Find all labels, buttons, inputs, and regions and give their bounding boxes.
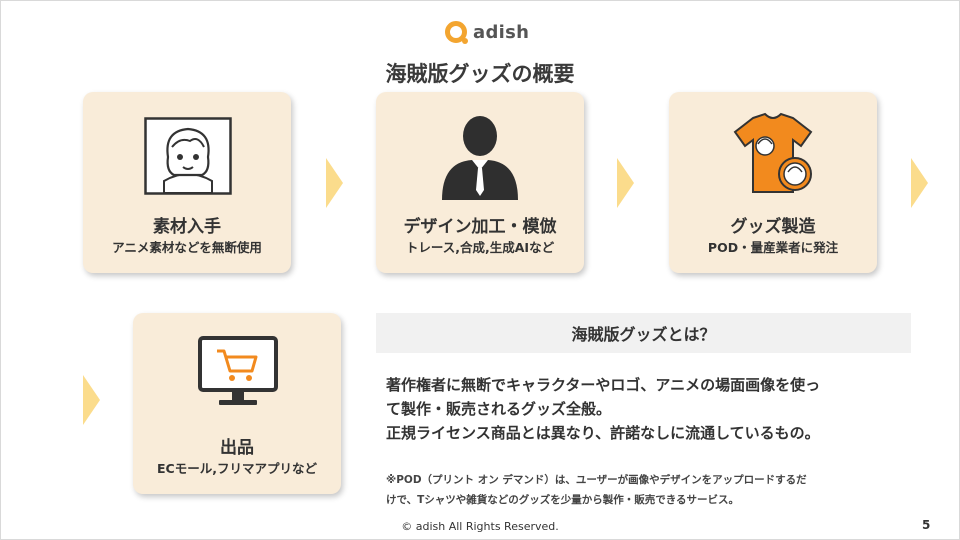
footnote-line: ※POD（プリント オン デマンド）は、ユーザーが画像やデザインをアップロードす…	[386, 474, 807, 486]
flow-card-subtitle: POD・量産業者に発注	[707, 240, 839, 255]
footnote-line: けで、Tシャツや雑貨などのグッズを少量から製作・販売できるサービス。	[386, 494, 740, 506]
pod-footnote: ※POD（プリント オン デマンド）は、ユーザーが画像やデザインをアップロードす…	[386, 470, 916, 510]
page-title: 海賊版グッズの概要	[385, 62, 575, 86]
flow-card-title: 素材入手	[153, 217, 221, 237]
brand-name: adish	[473, 21, 530, 43]
flow-card-listing: 出品 ECモール,フリマアプリなど	[133, 313, 341, 494]
copyright: © adish All Rights Reserved.	[401, 520, 559, 533]
flow-arrow-icon	[911, 158, 928, 208]
flow-arrow-icon	[617, 158, 634, 208]
flow-card-subtitle: アニメ素材などを無断使用	[112, 240, 262, 255]
flow-card-title: デザイン加工・模倣	[403, 217, 557, 237]
flow-card-subtitle: トレース,合成,生成AIなど	[405, 240, 555, 255]
flow-card-design: デザイン加工・模倣 トレース,合成,生成AIなど	[376, 92, 584, 273]
flow-card-manufacture: グッズ製造 POD・量産業者に発注	[669, 92, 877, 273]
flow-card-title: グッズ製造	[730, 217, 816, 237]
definition-body: 著作権者に無断でキャラクターやロゴ、アニメの場面画像を使っ て製作・販売されるグ…	[386, 373, 911, 445]
flow-card-subtitle: ECモール,フリマアプリなど	[157, 461, 317, 476]
monitor-cart-icon	[198, 336, 278, 405]
page-number: 5	[922, 518, 931, 532]
definition-body-line: て製作・販売されるグッズ全般。	[386, 400, 612, 418]
adish-logo-icon	[445, 21, 468, 44]
businessman-icon	[442, 116, 518, 200]
definition-heading: 海賊版グッズとは？	[376, 313, 911, 353]
flow-card-material: 素材入手 アニメ素材などを無断使用	[83, 92, 291, 273]
brand-logo: adish	[445, 20, 529, 44]
definition-body-line: 著作権者に無断でキャラクターやロゴ、アニメの場面画像を使っ	[386, 376, 821, 394]
flow-arrow-icon	[326, 158, 343, 208]
flow-arrow-icon	[83, 375, 100, 425]
anime-portrait-icon	[144, 117, 232, 195]
definition-body-line: 正規ライセンス商品とは異なり、許諾なしに流通しているもの。	[386, 424, 820, 442]
tshirt-badge-icon	[733, 112, 813, 193]
flow-card-title: 出品	[220, 438, 254, 458]
